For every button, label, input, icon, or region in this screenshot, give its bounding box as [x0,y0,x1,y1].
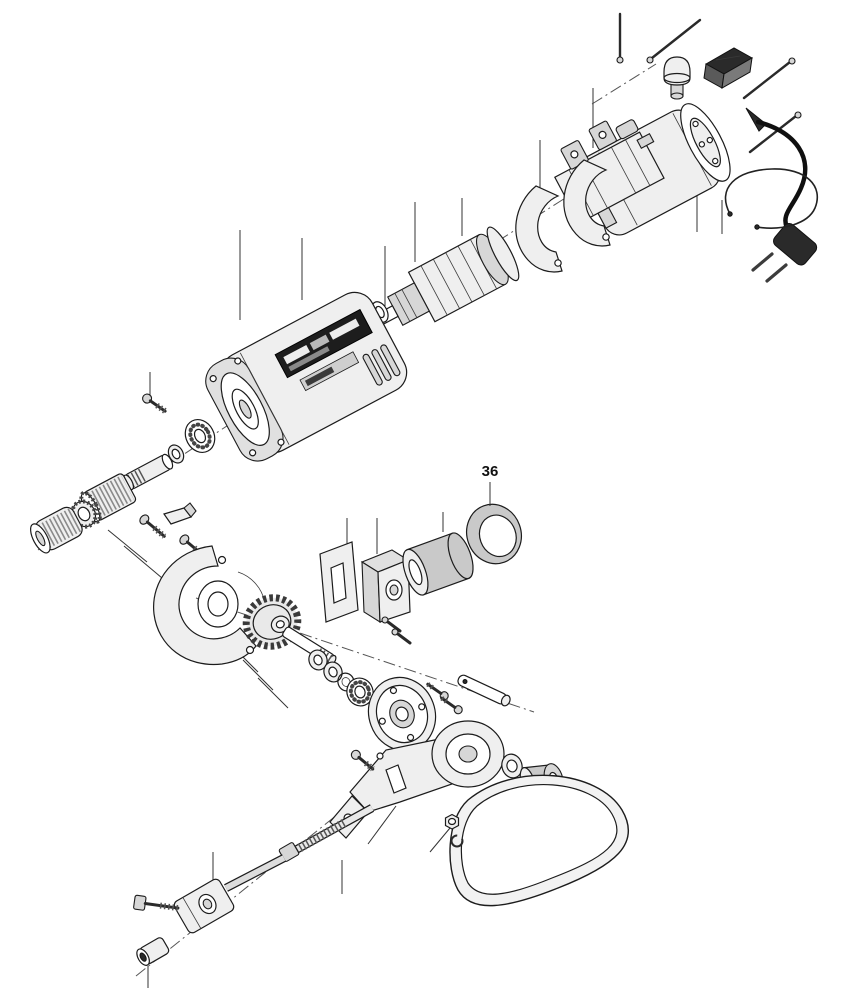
rocker-switch [703,47,754,89]
vent-slot [371,349,392,381]
arm-bracket [329,720,505,839]
pulley-washer [501,753,523,779]
threaded-rod [224,804,375,892]
bearing-block [360,549,411,624]
flange-screw-2 [440,696,463,715]
shaft-washers [308,649,355,692]
plug-body [773,223,818,266]
motor-bearing [184,419,216,453]
retainer-clip [163,502,197,525]
sanding-band-36 [466,503,522,565]
housing-shell-halves [515,159,611,273]
assembly-screws-long [616,12,802,154]
guard-screw-1 [139,514,167,539]
speed-knob [663,56,691,100]
lock-washer [450,834,464,848]
cord-clip-wire [724,168,819,230]
ferrule-cap [136,937,170,966]
power-cord [745,107,818,283]
collet-nut [30,506,83,554]
arm-screw [350,749,375,772]
part-number-36: 36 [482,463,499,480]
gear-guard [153,545,266,666]
end-bracket [173,878,235,934]
callout-36: 36 [482,463,499,506]
vent-slot [380,344,401,377]
gasket-plate [319,541,359,623]
drum-sleeve [402,532,474,596]
bracket-bolt [133,894,180,912]
ball-bearing [346,677,374,707]
main-housing [205,291,408,462]
vent-slot [362,353,383,386]
housing-screw [142,393,167,414]
drive-belt [449,774,630,907]
hex-nut [444,813,460,830]
shaft-coupling [123,453,174,491]
clevis-pin [457,674,511,707]
block-screws [381,616,412,645]
